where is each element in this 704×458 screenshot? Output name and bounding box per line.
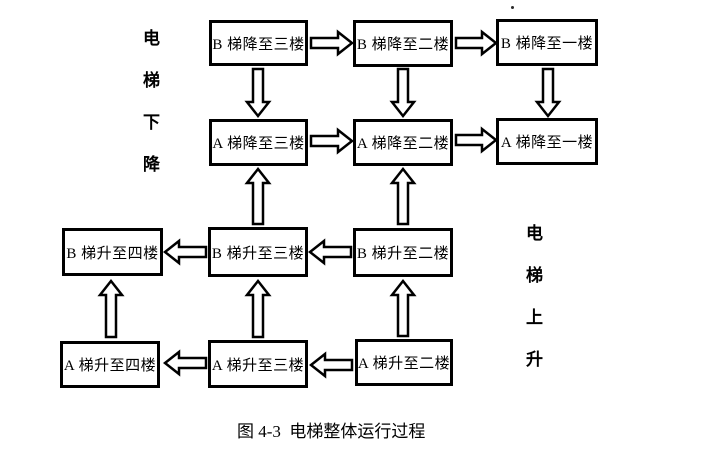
node-b-down-3-label: B 梯降至三楼	[212, 36, 305, 53]
node-a-up-3-label: A 梯升至三楼	[211, 357, 305, 374]
node-b-up-4-label: B 梯升至四楼	[66, 245, 159, 262]
node-a-down-2-label: A 梯降至二楼	[356, 136, 450, 152]
arrow-up-b-up-2-to-a-down-2-icon	[389, 166, 417, 226]
arrow-up-a-up-3-to-b-up-3-icon	[244, 278, 272, 339]
right-section-label: 电梯上升	[523, 224, 542, 392]
node-b-up-3-label: B 梯升至三楼	[211, 245, 305, 262]
arrow-up-a-up-2-to-b-up-2-icon	[389, 278, 417, 338]
node-a-down-3: A 梯降至三楼	[209, 119, 308, 166]
arrow-right-b-down-3-to-b-down-2-icon	[309, 29, 355, 57]
node-b-up-3: B 梯升至三楼	[208, 227, 308, 277]
arrow-left-a-up-2-to-a-up-3-icon	[308, 351, 354, 379]
node-a-up-2-label: A 梯升至二楼	[357, 356, 451, 372]
node-a-up-4-label: A 梯升至四楼	[63, 358, 157, 374]
arrow-right-b-down-2-to-b-down-1-icon	[454, 29, 499, 57]
node-b-down-2: B 梯降至二楼	[353, 20, 453, 67]
arrow-down-b-down-2-to-a-down-2-icon	[389, 67, 417, 119]
node-b-up-2-label: B 梯升至二楼	[356, 246, 450, 262]
node-a-down-2: A 梯降至二楼	[353, 119, 453, 166]
node-b-down-2-label: B 梯降至二楼	[356, 37, 450, 53]
node-a-up-3: A 梯升至三楼	[208, 340, 308, 388]
arrow-up-a-up-4-to-b-up-4-icon	[97, 278, 125, 339]
arrow-down-b-down-1-to-a-down-1-icon	[534, 67, 562, 119]
node-b-down-1: B 梯降至一楼	[496, 19, 598, 66]
node-a-down-1-label: A 梯降至一楼	[500, 135, 594, 151]
arrow-right-a-down-2-to-a-down-1-icon	[454, 126, 499, 154]
stray-dot	[511, 6, 514, 9]
node-a-down-1: A 梯降至一楼	[496, 118, 598, 165]
left-section-label: 电梯下降	[140, 29, 159, 197]
node-b-up-4: B 梯升至四楼	[62, 228, 163, 276]
arrow-right-a-down-3-to-a-down-2-icon	[309, 127, 355, 155]
arrow-left-b-up-3-to-b-up-4-icon	[162, 238, 208, 266]
arrow-left-b-up-2-to-b-up-3-icon	[307, 238, 353, 266]
arrow-up-b-up-3-to-a-down-3-icon	[244, 166, 272, 226]
node-a-down-3-label: A 梯降至三楼	[212, 136, 305, 152]
arrow-down-b-down-3-to-a-down-3-icon	[244, 67, 272, 119]
figure-caption: 图 4-3 电梯整体运行过程	[237, 422, 426, 441]
node-a-up-4: A 梯升至四楼	[60, 341, 160, 388]
node-b-up-2: B 梯升至二楼	[353, 228, 453, 277]
node-a-up-2: A 梯升至二楼	[355, 339, 453, 386]
node-b-down-3: B 梯降至三楼	[209, 20, 308, 66]
arrow-left-a-up-3-to-a-up-4-icon	[162, 349, 208, 377]
node-b-down-1-label: B 梯降至一楼	[500, 36, 594, 52]
